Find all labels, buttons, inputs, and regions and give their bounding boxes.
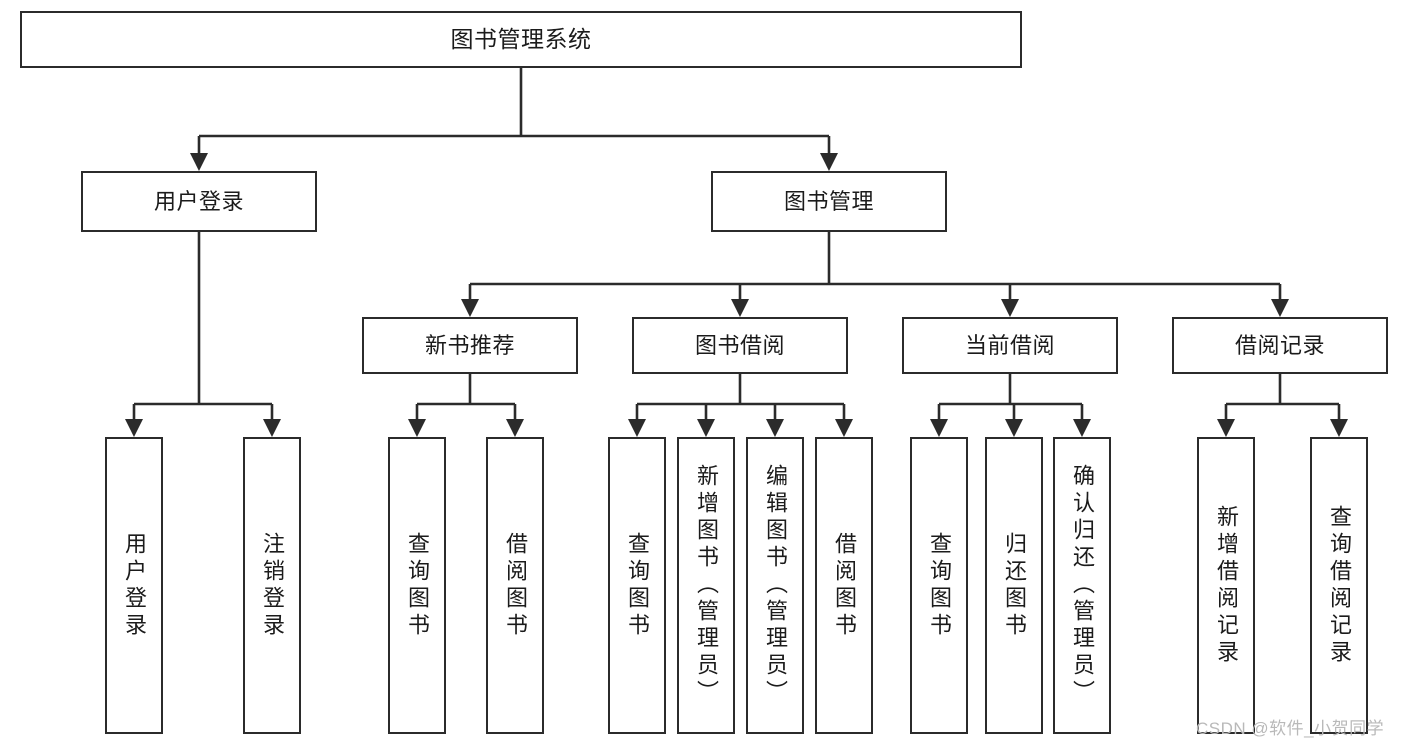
- node-current-borrow[interactable]: 当前借阅: [902, 317, 1118, 374]
- node-borrow-record-label: 借阅记录: [1234, 332, 1325, 358]
- node-leaf-add-book-admin-label: 新增图书（管理员）: [694, 464, 719, 707]
- node-leaf-query-book-cur[interactable]: 查询图书: [910, 437, 968, 734]
- node-new-book-recommend-label: 新书推荐: [424, 332, 515, 358]
- node-leaf-logout[interactable]: 注销登录: [243, 437, 301, 734]
- node-leaf-add-borrow-record-label: 新增借阅记录: [1214, 504, 1239, 667]
- node-leaf-query-book-rec[interactable]: 查询图书: [388, 437, 446, 734]
- node-user-login-label: 用户登录: [153, 188, 244, 214]
- node-leaf-logout-label: 注销登录: [260, 531, 285, 640]
- node-leaf-query-book-rec-label: 查询图书: [405, 531, 430, 640]
- node-user-login[interactable]: 用户登录: [81, 171, 317, 232]
- node-leaf-query-book-cur-label: 查询图书: [927, 531, 952, 640]
- node-leaf-edit-book-admin-label: 编辑图书（管理员）: [763, 464, 788, 707]
- node-leaf-return-book[interactable]: 归还图书: [985, 437, 1043, 734]
- node-new-book-recommend[interactable]: 新书推荐: [362, 317, 578, 374]
- node-leaf-confirm-return-admin-label: 确认归还（管理员）: [1070, 464, 1095, 707]
- node-leaf-query-borrow-record[interactable]: 查询借阅记录: [1310, 437, 1368, 734]
- node-book-manage[interactable]: 图书管理: [711, 171, 947, 232]
- node-leaf-confirm-return-admin[interactable]: 确认归还（管理员）: [1053, 437, 1111, 734]
- node-leaf-query-book-bor[interactable]: 查询图书: [608, 437, 666, 734]
- node-leaf-add-borrow-record[interactable]: 新增借阅记录: [1197, 437, 1255, 734]
- node-leaf-borrow-book-bor[interactable]: 借阅图书: [815, 437, 873, 734]
- csdn-watermark: CSDN @软件_小贺同学: [1196, 719, 1385, 738]
- node-root-system[interactable]: 图书管理系统: [20, 11, 1022, 68]
- node-leaf-query-book-bor-label: 查询图书: [625, 531, 650, 640]
- node-leaf-query-borrow-record-label: 查询借阅记录: [1327, 504, 1352, 667]
- node-book-borrow-label: 图书借阅: [694, 332, 785, 358]
- node-current-borrow-label: 当前借阅: [964, 332, 1055, 358]
- node-borrow-record[interactable]: 借阅记录: [1172, 317, 1388, 374]
- node-leaf-add-book-admin[interactable]: 新增图书（管理员）: [677, 437, 735, 734]
- node-leaf-borrow-book-rec-label: 借阅图书: [503, 531, 528, 640]
- node-leaf-user-login-label: 用户登录: [122, 531, 147, 640]
- node-leaf-borrow-book-bor-label: 借阅图书: [832, 531, 857, 640]
- node-book-manage-label: 图书管理: [783, 188, 874, 214]
- node-root-system-label: 图书管理系统: [450, 25, 592, 52]
- node-leaf-return-book-label: 归还图书: [1002, 531, 1027, 640]
- node-book-borrow[interactable]: 图书借阅: [632, 317, 848, 374]
- node-leaf-user-login[interactable]: 用户登录: [105, 437, 163, 734]
- node-leaf-borrow-book-rec[interactable]: 借阅图书: [486, 437, 544, 734]
- node-leaf-edit-book-admin[interactable]: 编辑图书（管理员）: [746, 437, 804, 734]
